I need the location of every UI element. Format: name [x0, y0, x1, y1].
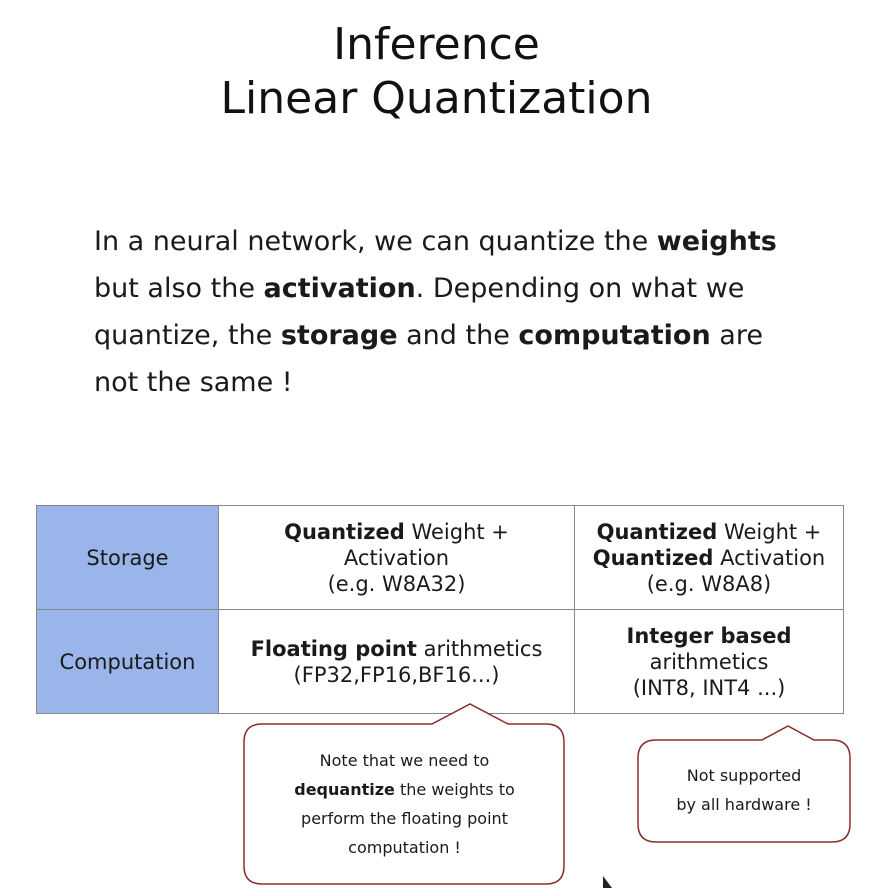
note-line: the weights to: [394, 780, 515, 799]
cell-bold: Floating point: [250, 636, 417, 661]
row-header-computation: Computation: [36, 609, 219, 714]
cell-computation-float: Floating point arithmetics (FP32,FP16,BF…: [218, 609, 575, 714]
table-row-storage: Storage Quantized Weight + Activation (e…: [36, 505, 844, 610]
note-line: Note that we need to: [319, 751, 490, 770]
note-bold: dequantize: [294, 780, 395, 799]
cell-text: arithmetics: [416, 636, 543, 661]
cell-storage-w8a8: Quantized Weight + Quantized Activation …: [574, 505, 844, 610]
cell-text: Weight +: [717, 519, 822, 544]
cell-computation-integer: Integer based arithmetics (INT8, INT4 ..…: [574, 609, 844, 714]
cell-bold: Integer based: [626, 623, 792, 648]
cell-example: (FP32,FP16,BF16...): [293, 662, 500, 687]
row-header-storage: Storage: [36, 505, 219, 610]
note-line: Not supported: [686, 766, 802, 785]
cell-text: Weight +: [404, 519, 509, 544]
intro-text: . Depending on what we quantize, the: [94, 273, 745, 351]
intro-text: In a neural network, we can quantize the: [94, 226, 657, 257]
cell-text: Activation: [343, 545, 450, 570]
title-line-2: Linear Quantization: [220, 73, 653, 124]
cell-example: (INT8, INT4 ...): [632, 675, 786, 700]
table-row-computation: Computation Floating point arithmetics (…: [36, 609, 844, 714]
callout-bubble-dequantize: [243, 703, 565, 885]
cell-bold: Quantized: [284, 519, 405, 544]
callout-bubble-hardware: [637, 725, 851, 843]
note-line: by all hardware !: [676, 795, 812, 814]
cell-example: (e.g. W8A8): [646, 571, 772, 596]
intro-bold-weights: weights: [656, 226, 777, 257]
note-line: computation !: [348, 838, 461, 857]
callout-text-dequantize: Note that we need to dequantize the weig…: [262, 746, 547, 862]
quantization-table: Storage Quantized Weight + Activation (e…: [36, 505, 844, 714]
title-line-1: Inference: [333, 19, 540, 70]
intro-paragraph: In a neural network, we can quantize the…: [94, 218, 814, 406]
intro-text: but also the: [94, 273, 264, 304]
cell-example: (e.g. W8A32): [327, 571, 466, 596]
cell-bold: Quantized: [596, 519, 718, 544]
callout-text-hardware: Not supported by all hardware !: [648, 761, 840, 819]
intro-text: and the: [397, 320, 519, 351]
intro-bold-computation: computation: [518, 320, 711, 351]
cell-text: arithmetics: [649, 649, 769, 674]
note-line: perform the floating point: [301, 809, 508, 828]
cell-bold: Quantized: [592, 545, 714, 570]
intro-text: are not the same !: [94, 320, 763, 398]
intro-bold-activation: activation: [263, 273, 416, 304]
intro-bold-storage: storage: [280, 320, 398, 351]
cell-storage-w8a32: Quantized Weight + Activation (e.g. W8A3…: [218, 505, 575, 610]
cursor-icon: [603, 876, 612, 888]
cell-text: Activation: [713, 545, 826, 570]
